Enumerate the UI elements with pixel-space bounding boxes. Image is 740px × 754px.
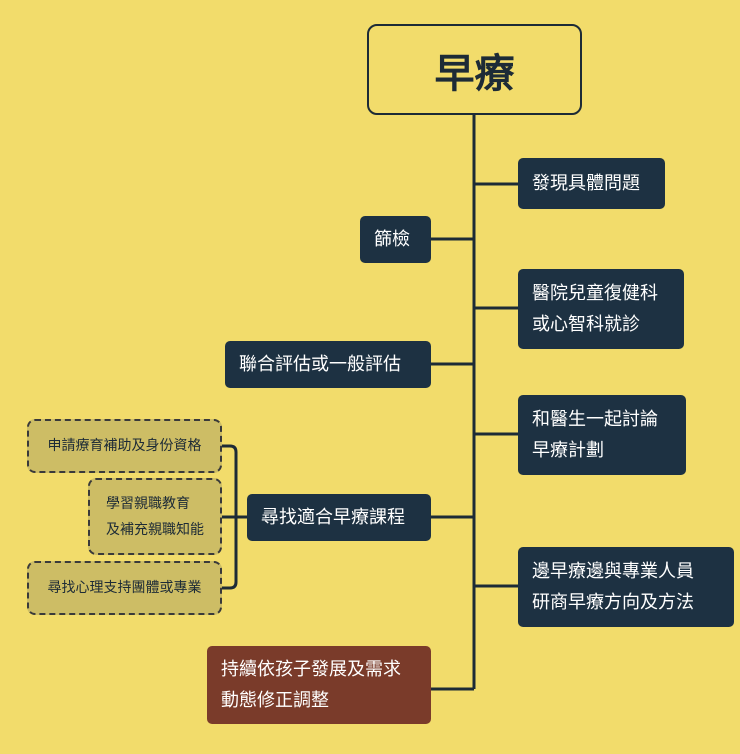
- step-screening: 篩檢: [360, 216, 431, 263]
- step-find-course: 尋找適合早療課程: [247, 494, 431, 541]
- sub-item-support-group: 尋找心理支持團體或專業: [27, 561, 222, 615]
- step-assessment: 聯合評估或一般評估: [225, 341, 431, 388]
- step-hospital-visit: 醫院兒童復健科 或心智科就診: [518, 269, 684, 349]
- step-discuss-plan: 和醫生一起討論 早療計劃: [518, 395, 686, 475]
- sub-item-parenting-education: 學習親職教育 及補充親職知能: [88, 478, 222, 555]
- sub-bracket-line: [222, 444, 238, 590]
- step-discover-problem: 發現具體問題: [518, 158, 665, 209]
- step-consult-professionals: 邊早療邊與專業人員 研商早療方向及方法: [518, 547, 734, 627]
- root-node: 早療: [367, 24, 582, 115]
- final-step-adjust: 持續依孩子發展及需求 動態修正調整: [207, 646, 431, 724]
- sub-item-subsidy: 申請療育補助及身份資格: [27, 419, 222, 473]
